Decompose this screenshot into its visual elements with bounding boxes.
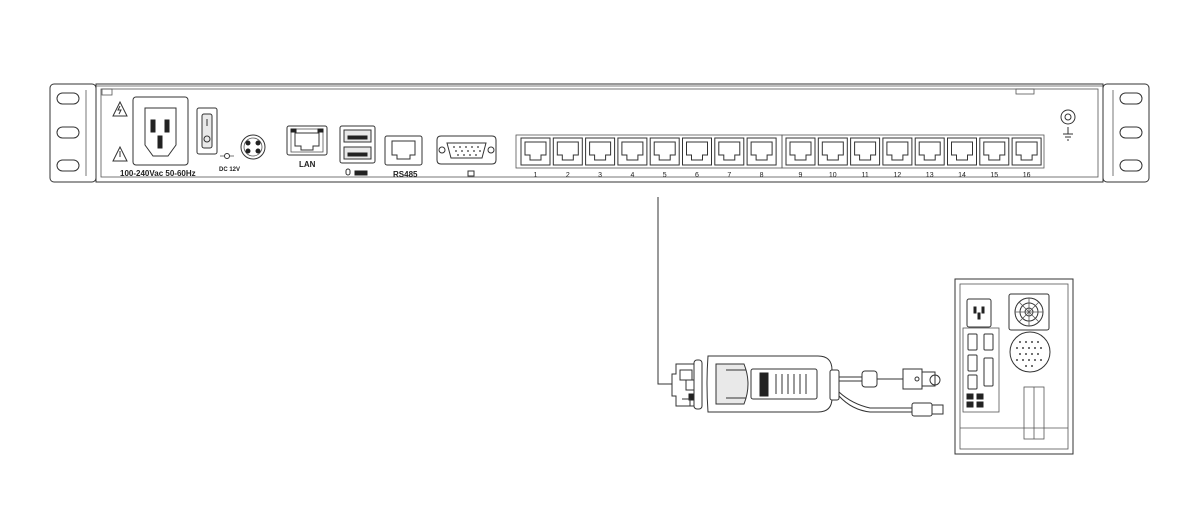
fan-grille-icon <box>1008 293 1050 331</box>
left-rack-ear <box>49 83 97 183</box>
usb-cable <box>838 391 944 417</box>
dc-input-label: DC 12V <box>219 167 240 173</box>
kvm-port-number: 14 <box>958 172 966 179</box>
kvm-port-3[interactable] <box>585 137 616 166</box>
psu-inlet <box>966 298 992 328</box>
kvm-port-15[interactable] <box>979 137 1010 166</box>
rs485-port[interactable] <box>384 135 423 166</box>
warning-triangle-icon <box>112 100 128 117</box>
kvm-port-16[interactable] <box>1011 137 1042 166</box>
kvm-port-number: 16 <box>1023 172 1031 179</box>
rs485-port-label: RS485 <box>393 170 418 179</box>
kvm-port-2[interactable] <box>552 137 583 166</box>
kvm-port-number: 9 <box>799 172 803 179</box>
kvm-port-number: 11 <box>861 172 868 179</box>
kvm-port-number: 2 <box>566 172 570 179</box>
kvm-port-number: 13 <box>926 172 934 179</box>
vent-grille <box>1009 331 1051 373</box>
right-rack-ear <box>1102 83 1150 183</box>
keyboard-icon <box>354 170 368 176</box>
kvm-port-number: 4 <box>630 172 634 179</box>
kvm-port-14[interactable] <box>947 137 977 166</box>
kvm-port-11[interactable] <box>850 137 881 166</box>
kvm-adapter-dongle <box>671 355 840 413</box>
monitor-icon <box>467 170 475 177</box>
kvm-port-10[interactable] <box>817 137 848 166</box>
kvm-port-1[interactable] <box>520 137 551 166</box>
lan-port-label: LAN <box>299 160 316 169</box>
dc-polarity-icon <box>220 153 234 159</box>
kvm-port-number: 15 <box>990 172 998 179</box>
power-switch[interactable] <box>196 107 218 155</box>
kvm-port-number: 5 <box>663 172 667 179</box>
kvm-port-9[interactable] <box>785 137 816 166</box>
kvm-ports-9-16: 9 10 11 12 13 14 15 16 <box>785 137 1042 179</box>
kvm-port-5[interactable] <box>649 137 680 166</box>
vga-port[interactable] <box>436 135 497 165</box>
usb-port-stack[interactable] <box>339 125 376 164</box>
warning-triangle-icon <box>112 145 128 162</box>
kvm-port-number: 6 <box>695 172 699 179</box>
lan-port[interactable] <box>286 125 328 156</box>
kvm-port-13[interactable] <box>914 137 945 166</box>
kvm-port-number: 10 <box>829 172 837 179</box>
kvm-rear-panel: 100-240Vac 50-60Hz DC 12V <box>49 83 1150 183</box>
kvm-port-6[interactable] <box>682 137 712 166</box>
kvm-port-7[interactable] <box>714 137 745 166</box>
video-cable <box>839 368 941 390</box>
kvm-port-number: 1 <box>534 172 538 179</box>
ground-icon <box>1060 109 1076 141</box>
kvm-port-12[interactable] <box>882 137 913 166</box>
cat5-cable <box>657 197 680 385</box>
kvm-port-number: 8 <box>760 172 764 179</box>
kvm-port-number: 3 <box>598 172 602 179</box>
kvm-port-4[interactable] <box>617 137 648 166</box>
power-inlet <box>132 96 189 166</box>
kvm-port-8[interactable] <box>746 137 777 166</box>
io-panel <box>962 327 1000 413</box>
kvm-port-number: 12 <box>894 172 902 179</box>
computer-tower <box>954 278 1074 455</box>
mouse-icon <box>345 168 351 176</box>
kvm-port-number: 7 <box>727 172 731 179</box>
power-rating-label: 100-240Vac 50-60Hz <box>120 169 196 178</box>
kvm-ports-1-8: 1 2 3 4 5 6 7 8 <box>520 137 777 179</box>
dc-power-jack <box>240 134 266 160</box>
